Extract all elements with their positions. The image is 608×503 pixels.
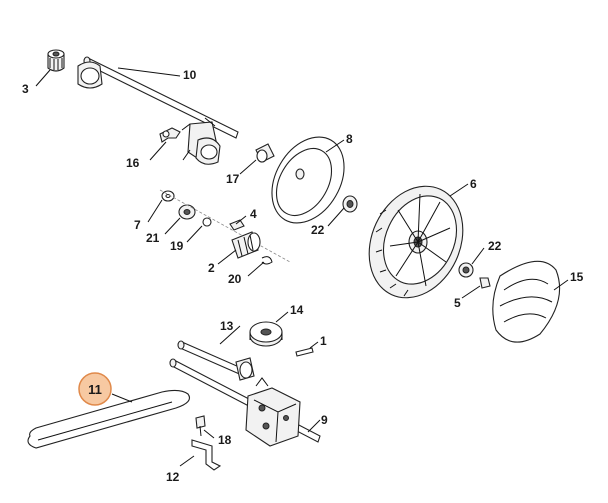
part-screw-18 (195, 415, 206, 437)
part-key-4 (229, 219, 245, 231)
part-pin-1 (295, 347, 314, 357)
part-clip-20 (261, 256, 273, 265)
label-part-10: 10 (183, 68, 197, 82)
label-part-16: 16 (126, 156, 140, 170)
label-part-1: 1 (320, 334, 327, 348)
part-pinion-2 (231, 231, 261, 259)
label-part-20: 20 (228, 272, 242, 286)
part-bearing-21 (178, 204, 196, 220)
part-bushing-17 (255, 143, 275, 163)
highlight-circle (78, 372, 112, 406)
part-washer-19 (202, 217, 212, 227)
label-part-7: 7 (134, 218, 141, 232)
label-part-11: 11 (88, 382, 102, 397)
part-nut-5 (479, 277, 491, 289)
label-part-2: 2 (208, 261, 215, 275)
label-part-9: 9 (321, 413, 328, 427)
part-bearing-22a (342, 195, 358, 213)
label-part-19: 19 (170, 239, 184, 253)
part-transmission-9 (169, 358, 321, 447)
part-hubcap-15 (492, 260, 561, 343)
label-part-17: 17 (226, 172, 240, 186)
part-washer-7 (161, 190, 175, 202)
part-bearing-22b (458, 262, 474, 278)
part-axle-shaft (77, 56, 239, 165)
part-pawl-16 (159, 123, 191, 143)
part-wheel-6 (368, 185, 464, 299)
label-part-13: 13 (220, 319, 234, 333)
leader-lines (35, 67, 569, 467)
part-wheel-cover-8 (271, 136, 345, 224)
label-part-8: 8 (346, 132, 353, 146)
label-part-6: 6 (470, 177, 477, 191)
label-part-4: 4 (250, 207, 257, 221)
highlight-callout-11[interactable]: 11 (78, 372, 112, 406)
label-part-22-right: 22 (488, 239, 502, 253)
part-bracket-12 (191, 439, 222, 471)
part-drive-shaft-13 (177, 340, 255, 381)
label-part-22-left: 22 (311, 223, 325, 237)
part-gear-3 (47, 49, 65, 72)
label-part-15: 15 (570, 270, 584, 284)
label-part-14: 14 (290, 303, 304, 317)
label-part-3: 3 (22, 82, 29, 96)
label-part-5: 5 (454, 296, 461, 310)
part-drive-belt-11 (27, 389, 191, 449)
label-part-18: 18 (218, 433, 232, 447)
label-part-21: 21 (146, 231, 160, 245)
part-pulley-14 (249, 321, 283, 347)
label-part-12: 12 (166, 470, 180, 484)
